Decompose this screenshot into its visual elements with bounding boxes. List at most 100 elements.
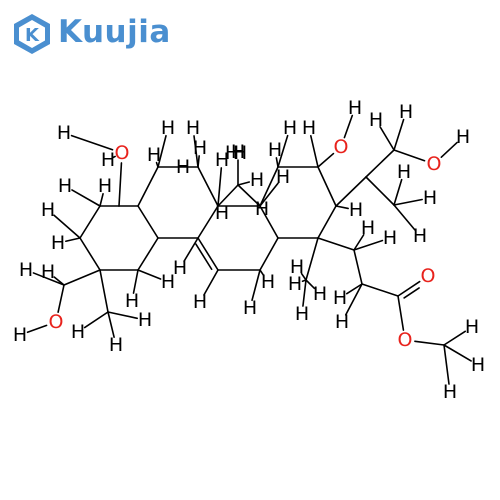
hydrogen-label: H [295, 303, 309, 325]
hydrogen-label: H [268, 139, 282, 161]
bond [237, 184, 261, 207]
hydrogen-bond [157, 134, 167, 168]
hydrogen-label: H [465, 316, 479, 338]
svg-text:K: K [25, 25, 40, 46]
bond [361, 283, 399, 297]
hydrogen-label: H [215, 202, 229, 224]
oxygen-label: O [334, 136, 349, 158]
oxygen-label: O [49, 311, 64, 333]
hydrogen-label: H [41, 199, 55, 221]
hydrogen-label: H [215, 149, 229, 171]
hydrogen-label: H [147, 144, 161, 166]
hydrogen-label: H [101, 149, 115, 171]
hydrogen-bond [393, 198, 423, 206]
bond [317, 205, 337, 239]
hydrogen-bond [305, 279, 316, 290]
hydrogen-bond [443, 344, 472, 362]
hydrogen-label: H [333, 287, 347, 309]
hydrogen-bond [203, 269, 219, 296]
bond [79, 205, 101, 239]
hydrogen-label: H [233, 142, 247, 164]
hydrogen-bond [251, 269, 261, 302]
kuujia-logo-text: Kuujia [58, 14, 171, 50]
hydrogen-label: H [176, 156, 190, 178]
hydrogen-label: H [231, 141, 245, 163]
hydrogen-label: H [255, 198, 269, 220]
bond [259, 205, 279, 239]
hydrogen-bond [393, 118, 405, 151]
hydrogen-label: H [58, 175, 72, 197]
double-bond-line [195, 243, 213, 271]
hydrogen-bond [309, 134, 319, 168]
bond [317, 237, 355, 251]
hydrogen-bond [237, 181, 251, 186]
hydrogen-bond [259, 269, 265, 277]
hydrogen-label: H [186, 117, 200, 139]
hydrogen-label: H [250, 169, 264, 191]
bond [63, 269, 101, 286]
hydrogen-bond [345, 283, 363, 295]
hydrogen-bond [53, 276, 65, 286]
hydrogen-label: H [138, 309, 152, 331]
hydrogen-bond [71, 189, 101, 207]
hydrogen-bond [353, 239, 384, 251]
hydrogen-label: H [225, 142, 239, 164]
bond [353, 249, 363, 285]
hydrogen-label: H [349, 199, 363, 221]
hydrogen-label: H [98, 175, 112, 197]
hydrogen-bond [70, 134, 114, 151]
oxygen-label: O [398, 329, 413, 351]
hydrogen-bond [393, 204, 416, 231]
hydrogen-bond-layer [26, 114, 472, 385]
hydrogen-bond [83, 311, 109, 329]
hydrogen-bond [259, 182, 279, 207]
hydrogen-bond [443, 344, 450, 385]
bond [393, 149, 426, 162]
hydrogen-label: H [288, 273, 302, 295]
bond-layer [57, 149, 445, 346]
hydrogen-label: H [193, 137, 207, 159]
bond [259, 166, 279, 207]
hydrogen-label: H [125, 290, 139, 312]
hydrogen-bond [193, 135, 199, 168]
bond [197, 237, 219, 271]
hydrogen-label: H [443, 381, 457, 403]
hydrogen-bond [132, 269, 139, 294]
hydrogen-bond [53, 214, 81, 239]
hydrogen-bond [300, 272, 307, 281]
hydrogen-label: H [383, 227, 397, 249]
hydrogen-label: H [397, 161, 411, 183]
hydrogen-bond [217, 167, 223, 207]
bond [137, 166, 159, 207]
hydrogen-label: H [243, 297, 257, 319]
hydrogen-label: H [471, 354, 485, 376]
hydrogen-label: H [276, 166, 290, 188]
bond [137, 205, 159, 239]
hydrogen-label: H [193, 291, 207, 313]
hydrogen-bond [197, 155, 200, 168]
hydrogen-bond [335, 205, 349, 210]
hydrogen-label: H [302, 117, 316, 139]
hydrogen-bond [343, 114, 354, 139]
bond [197, 205, 219, 239]
hydrogen-bond [65, 237, 81, 243]
kuujia-logo-mark: K [14, 14, 50, 54]
hydrogen-label: H [41, 261, 55, 283]
hydrogen-bond [32, 272, 65, 286]
hydrogen-label: H [71, 321, 85, 343]
bond [397, 295, 405, 331]
hydrogen-label: H [109, 334, 123, 356]
kuujia-logo: K Kuujia [10, 12, 170, 56]
bond [79, 237, 101, 271]
hydrogen-label: H [161, 117, 175, 139]
hydrogen-bond [344, 283, 363, 316]
bond [414, 340, 445, 346]
bond [57, 284, 65, 314]
hydrogen-label: H [173, 257, 187, 279]
oxygen-label: O [427, 153, 442, 175]
hydrogen-label: H [399, 101, 413, 123]
hydrogen-label: H [57, 122, 71, 144]
hydrogen-bond [26, 324, 48, 334]
